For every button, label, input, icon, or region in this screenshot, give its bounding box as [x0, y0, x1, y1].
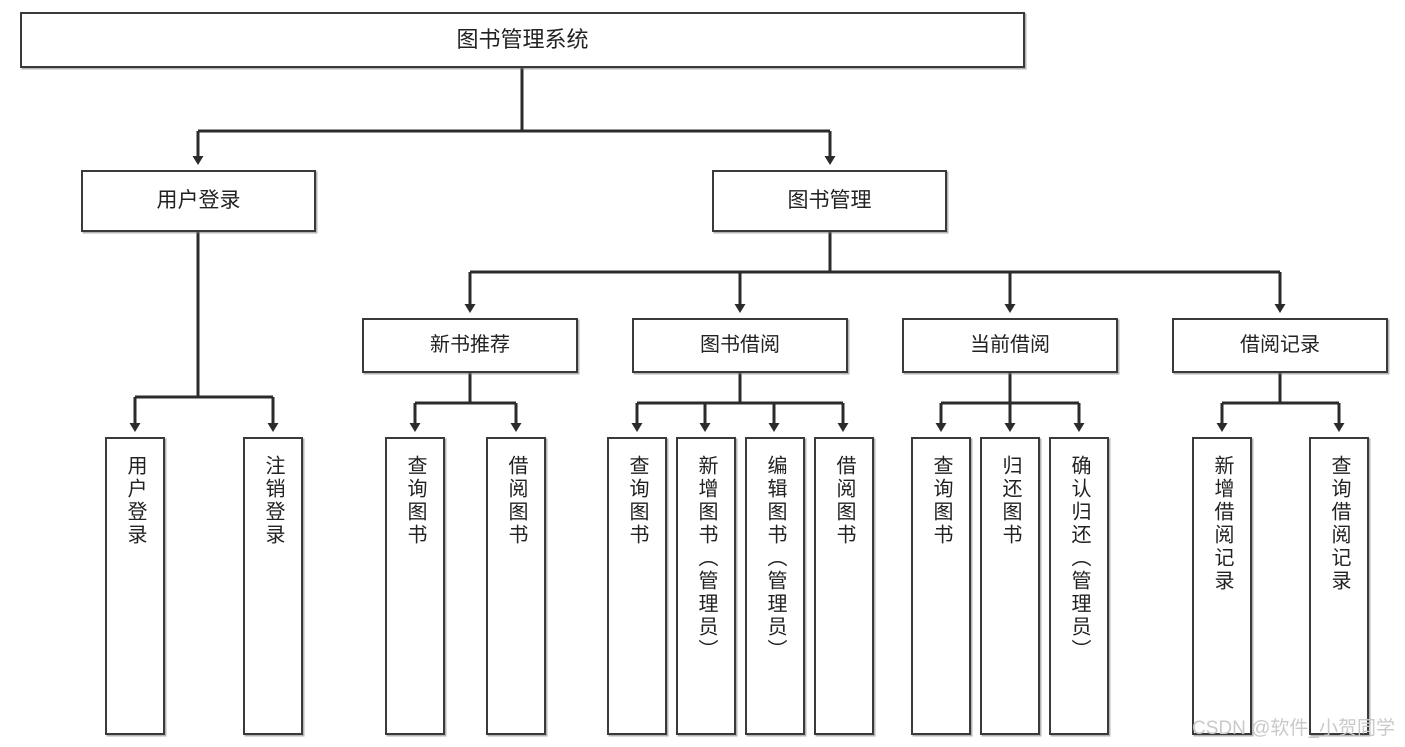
node-book-borrow-label: 图书借阅 [700, 333, 780, 356]
node-book-management[interactable]: 图书管理 [712, 170, 947, 232]
leaf-user-login-logout[interactable]: 注销登录 [243, 437, 303, 735]
leaf-label: 归还图书 [999, 455, 1021, 547]
node-root-book-management-system[interactable]: 图书管理系统 [20, 12, 1025, 68]
leaf-label: 查询借阅记录 [1328, 455, 1350, 593]
leaf-borrow-record-add-record[interactable]: 新增借阅记录 [1192, 437, 1252, 735]
node-user-login-label: 用户登录 [156, 188, 241, 212]
leaf-label: 注销登录 [262, 455, 284, 547]
connector-new-book-to-leaves [409, 373, 522, 432]
leaf-label: 查询图书 [930, 455, 952, 547]
leaf-book-borrow-query-book[interactable]: 查询图书 [607, 437, 667, 735]
connector-root-to-level2 [192, 68, 836, 165]
leaf-label: 新增借阅记录 [1211, 455, 1233, 593]
connector-current-borrow-to-leaves [935, 373, 1085, 432]
node-borrow-record[interactable]: 借阅记录 [1172, 318, 1388, 373]
node-user-login[interactable]: 用户登录 [81, 170, 316, 232]
node-borrow-record-label: 借阅记录 [1240, 333, 1320, 356]
leaf-label: 确认归还（管理员） [1068, 455, 1090, 662]
connector-book-mgmt-to-level3 [464, 232, 1286, 313]
leaf-book-borrow-borrow-book[interactable]: 借阅图书 [814, 437, 874, 735]
node-book-borrow[interactable]: 图书借阅 [632, 318, 848, 373]
leaf-label: 新增图书（管理员） [695, 455, 717, 662]
leaf-user-login-login[interactable]: 用户登录 [105, 437, 165, 735]
node-current-borrow[interactable]: 当前借阅 [902, 318, 1118, 373]
leaf-current-borrow-confirm-return-admin[interactable]: 确认归还（管理员） [1049, 437, 1109, 735]
leaf-label: 用户登录 [124, 455, 146, 547]
leaf-borrow-record-query-record[interactable]: 查询借阅记录 [1309, 437, 1369, 735]
leaf-current-borrow-return-book[interactable]: 归还图书 [980, 437, 1040, 735]
leaf-label: 查询图书 [404, 455, 426, 547]
connector-book-borrow-to-leaves [631, 373, 849, 432]
leaf-book-borrow-add-book-admin[interactable]: 新增图书（管理员） [676, 437, 736, 735]
node-current-borrow-label: 当前借阅 [970, 333, 1050, 356]
node-new-book-recommend[interactable]: 新书推荐 [362, 318, 578, 373]
node-new-book-recommend-label: 新书推荐 [430, 333, 510, 356]
leaf-book-borrow-edit-book-admin[interactable]: 编辑图书（管理员） [745, 437, 805, 735]
node-book-management-label: 图书管理 [787, 188, 872, 212]
leaf-label: 借阅图书 [505, 455, 527, 547]
leaf-label: 编辑图书（管理员） [764, 455, 786, 662]
leaf-new-book-borrow-book[interactable]: 借阅图书 [486, 437, 546, 735]
leaf-label: 查询图书 [626, 455, 648, 547]
leaf-current-borrow-query-book[interactable]: 查询图书 [911, 437, 971, 735]
leaf-new-book-query-book[interactable]: 查询图书 [385, 437, 445, 735]
leaf-label: 借阅图书 [833, 455, 855, 547]
connector-user-login-to-leaves [129, 232, 279, 432]
node-root-label: 图书管理系统 [456, 27, 589, 53]
connector-borrow-record-to-leaves [1216, 373, 1345, 432]
